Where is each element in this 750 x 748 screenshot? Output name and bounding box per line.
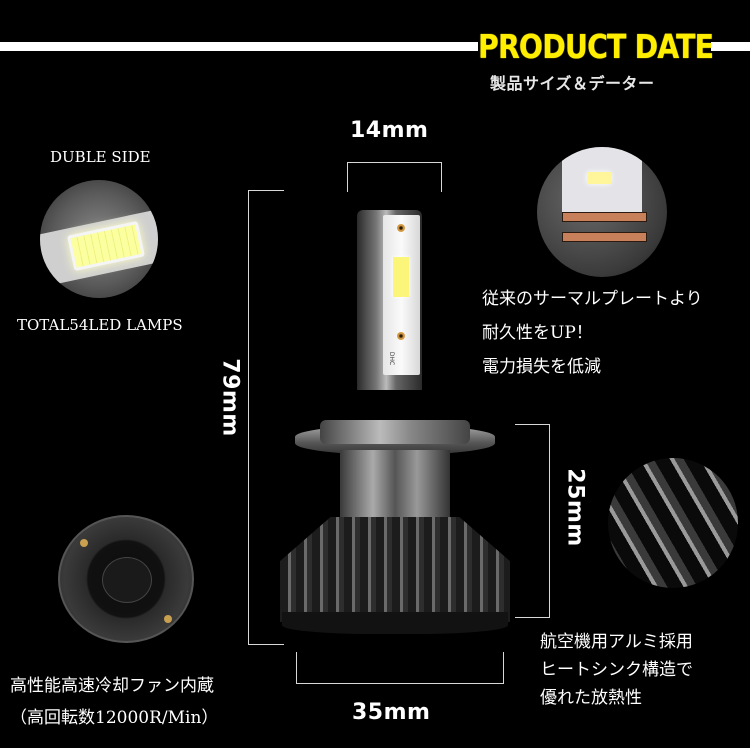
dimension-height-total: 79mm <box>217 358 243 437</box>
dimension-width-top: 14mm <box>350 118 429 143</box>
bulb-led-chip <box>393 257 409 297</box>
thermal-plate-description: 従来のサーマルプレートより 耐久性をUP！ 電力損失を低減 <box>482 282 703 384</box>
led-top-label: DUBLE SIDE <box>50 148 151 166</box>
description-line: 高性能高速冷却ファン内蔵 <box>10 676 214 696</box>
description-line: （高回転数12000R/Min） <box>10 708 219 728</box>
thermal-plate-closeup-image <box>537 147 667 277</box>
fan-screw-icon <box>164 615 172 623</box>
page-title: PRODUCT DATE <box>478 27 714 66</box>
cooling-fan-image <box>58 515 194 643</box>
fan-description: 高性能高速冷却ファン内蔵 （高回転数12000R/Min） <box>10 670 218 734</box>
dimension-bracket-top <box>347 162 442 192</box>
bulb-heatsink <box>280 517 510 622</box>
bulb-collar <box>320 420 470 444</box>
heatsink-description: 航空機用アルミ採用 ヒートシンク構造で 優れた放熱性 <box>540 628 693 712</box>
title-divider-left <box>0 42 478 51</box>
dimension-width-base: 35mm <box>352 700 431 725</box>
dimension-bracket-height <box>248 190 284 645</box>
description-line: 耐久性をUP！ <box>482 323 593 343</box>
description-line: 優れた放熱性 <box>540 688 642 708</box>
fan-screw-icon <box>80 539 88 547</box>
bulb-neck <box>340 450 450 520</box>
title-divider-right <box>711 42 750 51</box>
dimension-bracket-base-height <box>515 424 550 618</box>
copper-plate-graphic <box>562 212 647 222</box>
bulb-screw-icon <box>397 224 405 232</box>
description-line: ヒートシンク構造で <box>540 660 693 680</box>
bulb-board-marking: DHC <box>388 351 396 366</box>
bulb-base <box>282 612 508 634</box>
description-line: 電力損失を低減 <box>482 357 601 377</box>
description-line: 従来のサーマルプレートより <box>482 289 703 309</box>
copper-plate-graphic <box>562 232 647 242</box>
led-bottom-label: TOTAL54LED LAMPS <box>17 316 183 334</box>
heatsink-fins-closeup-image <box>608 458 738 588</box>
description-line: 航空機用アルミ採用 <box>540 632 693 652</box>
dimension-bracket-base-width <box>296 652 504 684</box>
led-chip-closeup-image <box>40 180 158 298</box>
dimension-height-base: 25mm <box>562 468 588 547</box>
page-subtitle: 製品サイズ＆データー <box>490 74 655 93</box>
bulb-screw-icon <box>397 332 405 340</box>
plate-chip-graphic <box>587 172 611 184</box>
fan-hub-graphic <box>102 557 152 603</box>
